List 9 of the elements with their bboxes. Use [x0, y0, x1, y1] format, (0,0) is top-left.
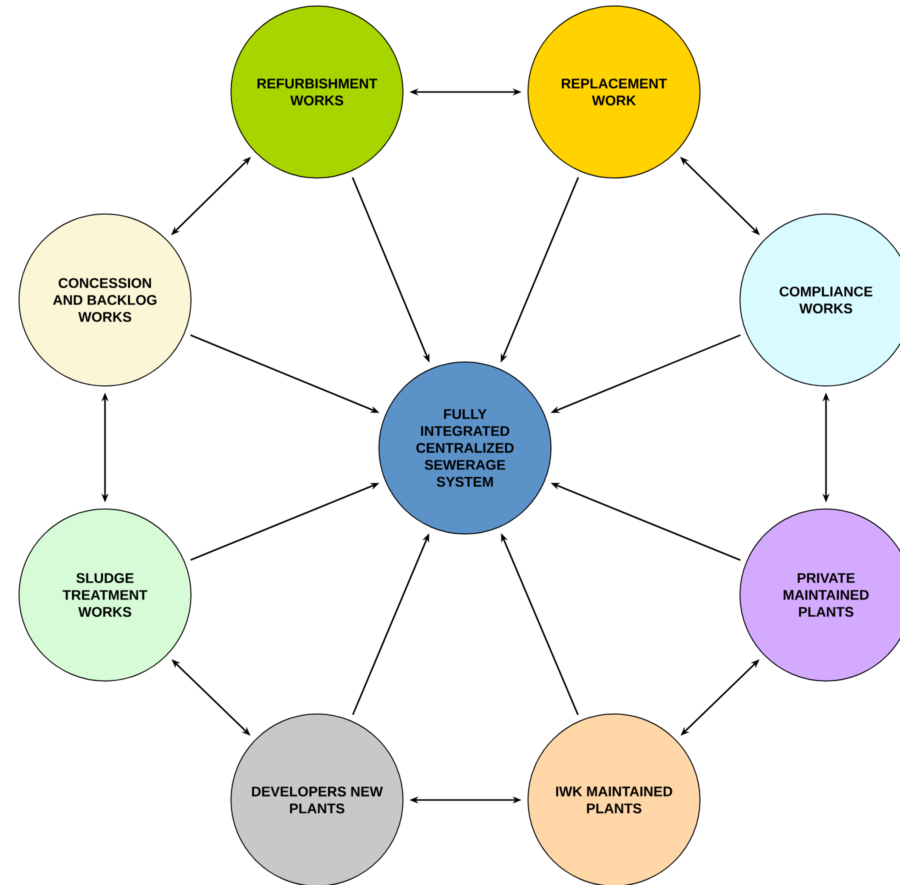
circle-node: FULLY INTEGRATED CENTRALIZED SEWERAGE SYSTEM: [378, 362, 552, 534]
circle-node: CONCESSION AND BACKLOG WORKS: [18, 214, 192, 386]
circle-node: PRIVATE MAINTAINED PLANTS: [740, 508, 900, 682]
circle-node: DEVELOPERS NEW PLANTS: [230, 714, 404, 885]
circle-node: REFURBISHMENT WORKS: [230, 6, 404, 178]
circle-node: SLUDGE TREATMENT WORKS: [18, 508, 192, 682]
circle-node: COMPLIANCE WORKS: [740, 214, 900, 386]
circle-node: REPLACEMENT WORK: [528, 6, 700, 178]
circle-node: IWK MAINTAINED PLANTS: [528, 714, 700, 885]
